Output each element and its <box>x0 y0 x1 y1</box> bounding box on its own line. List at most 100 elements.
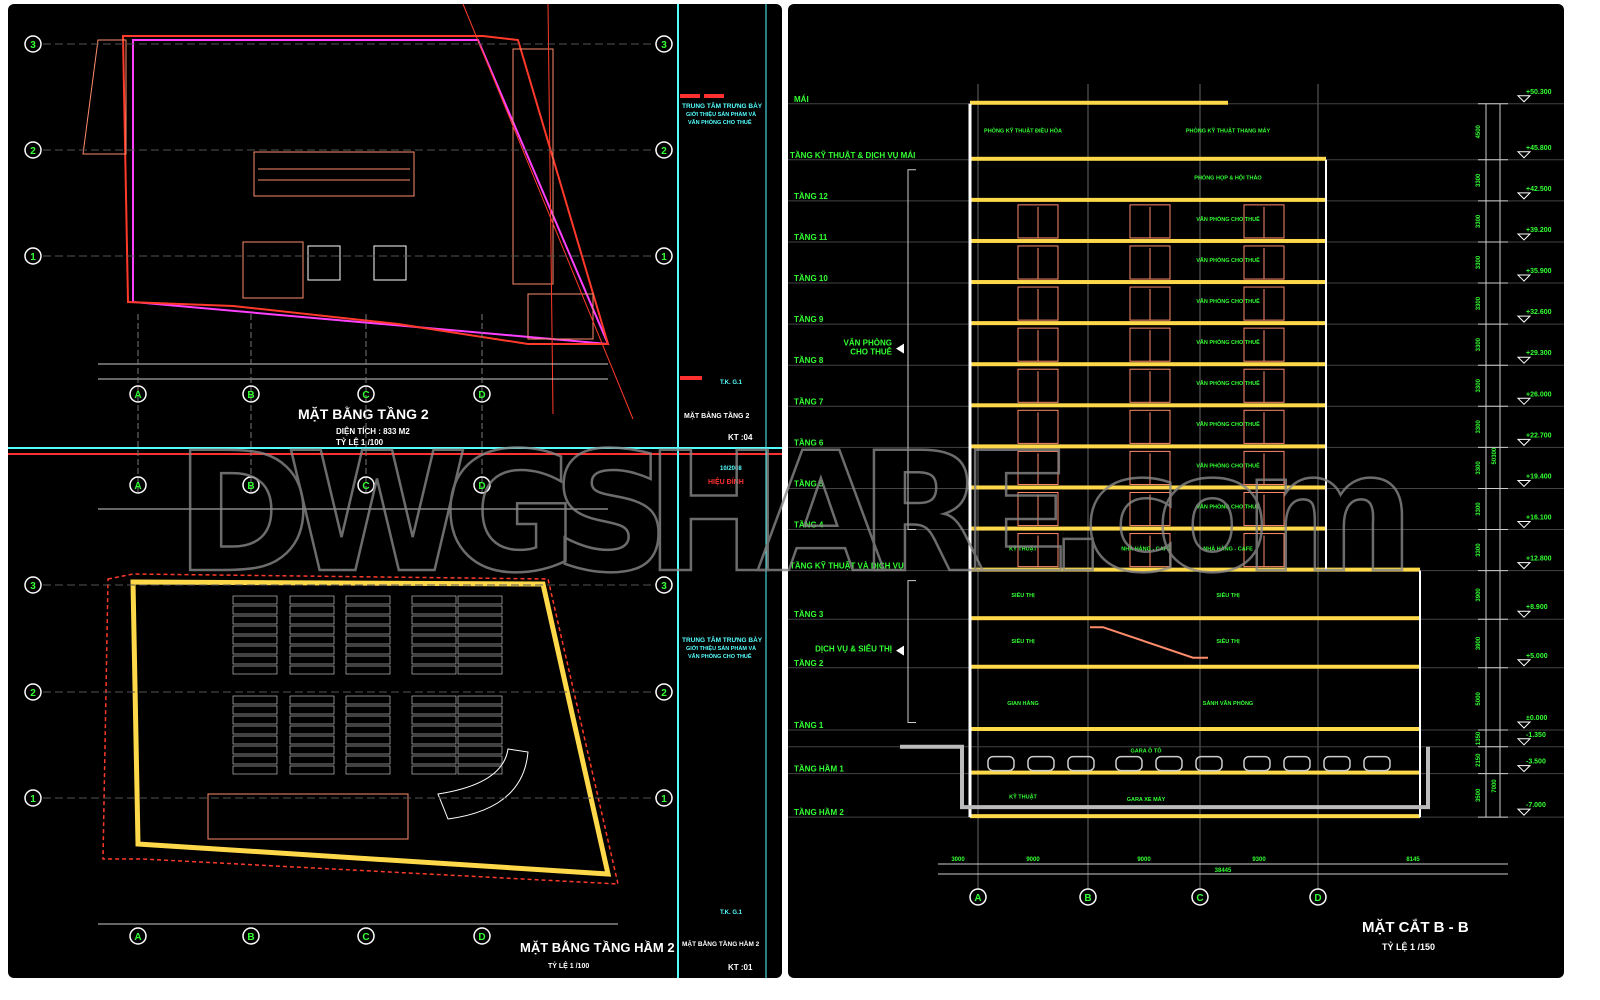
level-marker-icon <box>1516 95 1532 103</box>
level-marker-icon <box>1516 738 1532 746</box>
floor-slab <box>970 814 1420 819</box>
grid-label: 2 <box>30 146 36 157</box>
checked-label: HIỆU ĐÍNH <box>708 477 744 486</box>
grid-label: 1 <box>661 252 667 263</box>
elevation-label: ±0.000 <box>1526 715 1547 722</box>
room-label: PHÒNG KỸ THUẬT THANG MÁY <box>1186 126 1271 134</box>
grid-label: 1 <box>661 794 667 805</box>
parking-space <box>289 735 335 745</box>
parking-space <box>457 645 503 655</box>
plan-area: DIỆN TÍCH : 833 M2 <box>336 427 410 436</box>
retaining-wall <box>900 744 1430 810</box>
plan-outline-red <box>121 35 610 345</box>
parking-space <box>232 635 278 645</box>
parking-space <box>232 625 278 635</box>
title-block: TRUNG TÂM TRƯNG BÀY GIỚI THIỆU SẢN PHẨM … <box>680 94 763 972</box>
axis-total: 38445 <box>1215 868 1232 874</box>
story-dimension: 3300 <box>1476 214 1482 228</box>
parking-space <box>289 765 335 775</box>
floor-slab <box>970 156 1326 161</box>
car-icon <box>1155 755 1183 772</box>
stamp-mark <box>704 94 724 98</box>
room-label: NHÀ HÀNG - CAFE <box>1203 546 1253 553</box>
grid-label: 2 <box>661 688 667 699</box>
parking-space <box>232 605 278 615</box>
grid-label: 2 <box>661 146 667 157</box>
parking-space <box>232 615 278 625</box>
grid-label: 3 <box>661 40 667 51</box>
floor-label: TẦNG 3 <box>794 609 824 619</box>
story-dimension: 3300 <box>1476 296 1482 310</box>
grid-label: B <box>247 390 254 401</box>
parking-space <box>345 635 391 645</box>
parking-space <box>411 645 457 655</box>
parking-space <box>411 615 457 625</box>
floor-slab <box>970 526 1326 531</box>
parking-space <box>289 755 335 765</box>
level-marker-icon <box>1516 479 1532 488</box>
plan-title: MẶT BẰNG TẦNG HẦM 2 <box>520 940 675 955</box>
grid-label: 3 <box>30 40 36 51</box>
grid-bubble <box>357 476 375 494</box>
parking-space <box>457 735 503 745</box>
room-label: SIÊU THỊ <box>1216 591 1240 599</box>
elevation-label: +39.200 <box>1526 227 1552 234</box>
ramp <box>437 748 529 820</box>
grid-label: A <box>134 481 141 492</box>
stamp-mark <box>680 376 702 380</box>
parking-space <box>289 665 335 675</box>
grid-bubble <box>242 476 260 494</box>
grid-label: C <box>1196 893 1203 904</box>
group-label: CHO THUÊ <box>850 348 892 357</box>
basement-wall <box>130 579 612 877</box>
room-label: SIÊU THỊ <box>1216 637 1240 645</box>
level-marker-icon <box>1516 438 1532 447</box>
grid-label: 3 <box>661 581 667 592</box>
section-scale: TỶ LỆ 1 /150 <box>1382 941 1435 952</box>
parking-space <box>457 635 503 645</box>
story-dimension: 3900 <box>1476 636 1482 650</box>
floor-slab <box>970 664 1420 669</box>
floor-slab <box>970 485 1326 490</box>
parking-space <box>411 715 457 725</box>
room-label: KỸ THUẬT <box>1009 546 1037 553</box>
floor-label: TẦNG HẦM 2 <box>794 807 844 817</box>
axis-dimension: 9000 <box>1137 857 1151 863</box>
parking-space <box>345 745 391 755</box>
parking-space <box>289 645 335 655</box>
sheet-number: KT :01 <box>728 963 753 972</box>
room-label: GIAN HÀNG <box>1007 700 1038 707</box>
grid-bubble <box>24 576 42 594</box>
axis-dimension: 9300 <box>1252 857 1266 863</box>
parking-space <box>232 715 278 725</box>
story-dimension: 3300 <box>1476 255 1482 269</box>
floor-label: TẦNG 11 <box>794 232 828 242</box>
grid-bubble <box>129 476 147 494</box>
level-marker-icon <box>1516 397 1532 406</box>
parking-space <box>411 705 457 715</box>
parking-space <box>411 745 457 755</box>
stair-core <box>242 241 304 299</box>
parking-space <box>289 725 335 735</box>
floor-label: TẦNG 5 <box>794 478 824 488</box>
parking-space <box>232 595 278 605</box>
parking-space <box>345 615 391 625</box>
parking-space <box>289 715 335 725</box>
parking-space <box>457 605 503 615</box>
project-name: TRUNG TÂM TRƯNG BÀY <box>682 635 763 644</box>
room-label: SIÊU THỊ <box>1011 591 1035 599</box>
floor-slab <box>970 362 1326 367</box>
floor-label: TẦNG HẦM 1 <box>794 764 844 774</box>
parking-space <box>345 695 391 705</box>
grid-bubble <box>357 927 375 945</box>
room-label: VĂN PHÒNG CHO THUÊ <box>1196 502 1260 510</box>
floor-label: TẦNG KỸ THUẬT & DỊCH VỤ MÁI <box>790 150 915 160</box>
elevation-label: +35.900 <box>1526 268 1552 275</box>
room-label: GARA XE MÁY <box>1127 796 1166 803</box>
room-label: PHÒNG HỌP & HỘI THẢO <box>1194 174 1262 182</box>
level-marker-icon <box>1516 562 1532 570</box>
date: 10/2008 <box>720 466 742 472</box>
